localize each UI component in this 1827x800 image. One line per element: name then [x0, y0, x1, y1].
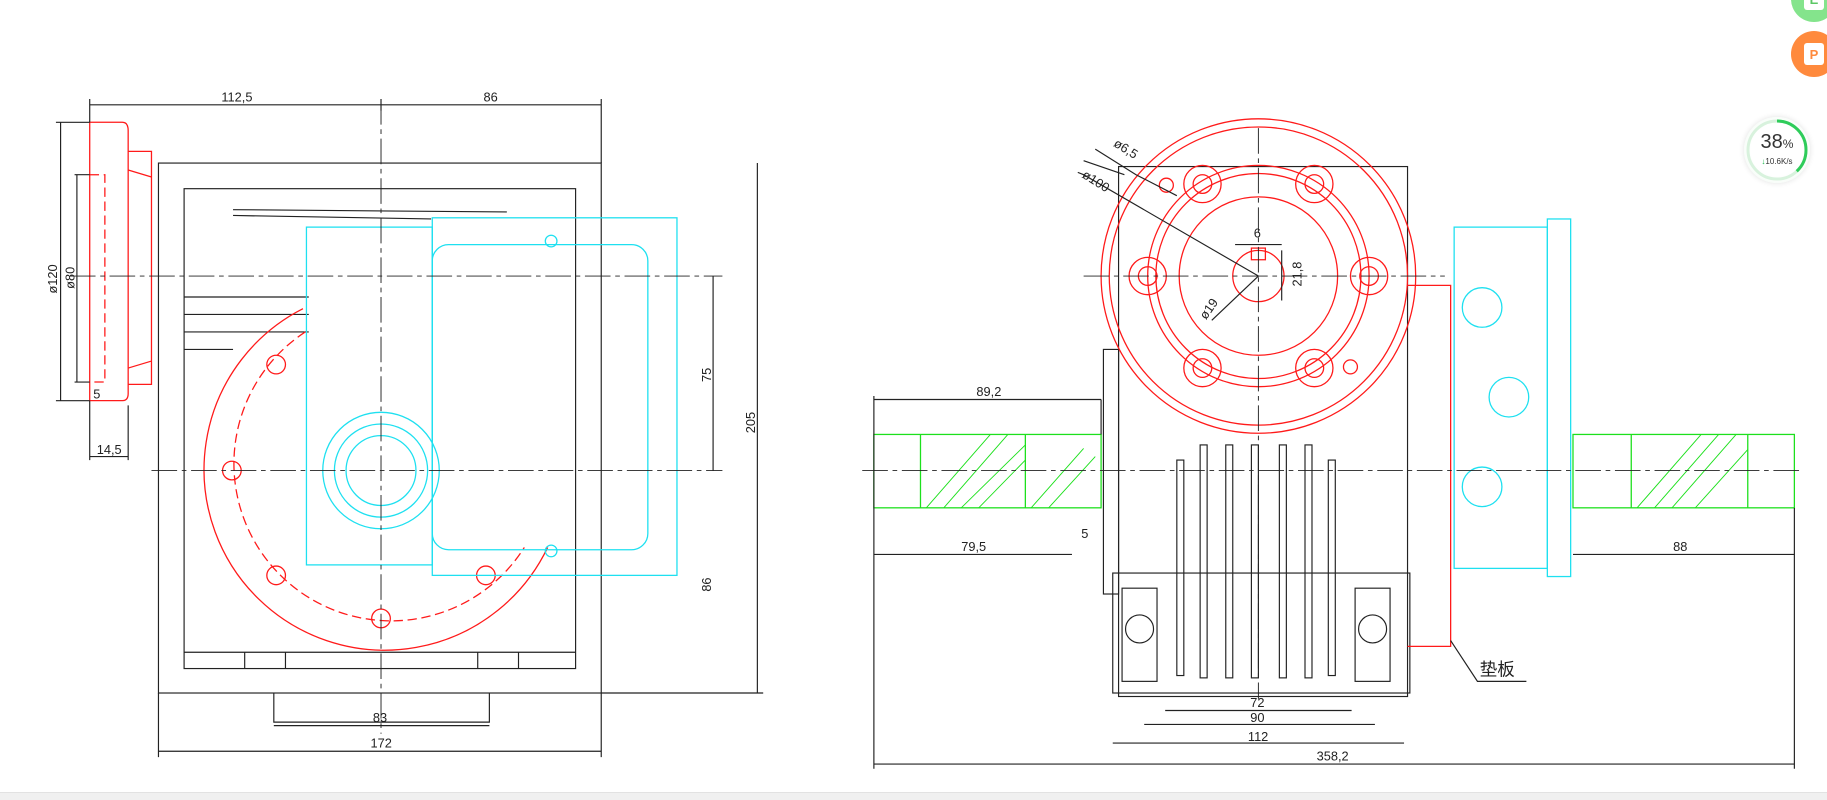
dim-86-side: 86 [699, 577, 714, 591]
e-label: E [1810, 0, 1819, 7]
p-label: P [1809, 46, 1819, 62]
motor-body [305, 226, 433, 566]
dim-72: 72 [1250, 695, 1264, 710]
flange-spigot [127, 150, 153, 385]
rate: 10.6K/s [1765, 157, 1793, 166]
dim-left-lines [873, 396, 1102, 769]
dim-right-lines [601, 163, 764, 694]
dim-100: ø100 [1080, 167, 1113, 195]
dim-14-5: 14,5 [97, 442, 122, 457]
dim-80-line [74, 174, 90, 383]
keyway-dims [1211, 244, 1283, 321]
right-view: ø6,5 ø100 6 21,8 ø19 89,2 79,5 5 88 72 9… [862, 118, 1804, 769]
download-arrow-icon: ↓ [1761, 157, 1766, 166]
internal-lines [184, 209, 507, 350]
percent-sign: % [1782, 137, 1794, 151]
foot-right [1354, 587, 1391, 682]
dim-5: 5 [93, 386, 100, 401]
worm-wheel [203, 308, 549, 651]
percent: 38 [1760, 131, 1783, 153]
progress-ring [1746, 119, 1808, 181]
flange-recess [89, 174, 106, 383]
dim-75: 75 [699, 368, 714, 382]
percent-value: 38% [1744, 131, 1810, 154]
flange [89, 121, 129, 402]
p-button[interactable]: P [1791, 31, 1827, 77]
p-doc-icon: P [1804, 43, 1824, 65]
dim-112-5: 112,5 [221, 89, 252, 104]
motor-hole [1461, 466, 1503, 508]
dim-6-5: ø6,5 [1111, 135, 1141, 161]
dim-88-line [1572, 507, 1795, 769]
dim-86-top: 86 [484, 89, 498, 104]
bolt-hole [266, 565, 287, 586]
dim-89-2: 89,2 [976, 384, 1001, 399]
e-doc-icon: E [1804, 0, 1824, 10]
dim-top [89, 99, 602, 164]
dim-88: 88 [1673, 539, 1687, 554]
housing-base [1112, 572, 1411, 694]
dim-6: 6 [1254, 226, 1261, 241]
fins [1176, 444, 1336, 679]
dim-120-line [55, 121, 90, 402]
input-shafts [873, 433, 1796, 509]
spacer-plate-note: 垫板 [1480, 660, 1515, 680]
dim-172: 172 [371, 736, 392, 751]
housing-outline [1117, 165, 1409, 698]
dim-358-2: 358,2 [1317, 749, 1349, 764]
dim-5: 5 [1081, 526, 1088, 541]
foot-hole [1358, 614, 1388, 644]
bolt-hole [266, 354, 287, 375]
dim-80: ø80 [63, 267, 78, 289]
network-speed-widget[interactable]: 38% ↓10.6K/s [1744, 117, 1810, 183]
dim-120: ø120 [45, 264, 60, 293]
motor-hole [1488, 376, 1530, 418]
dim-90: 90 [1250, 710, 1264, 725]
e-button[interactable]: E [1791, 0, 1827, 22]
left-view: 112,5 86 ø120 ø80 5 14,5 75 205 86 83 17… [45, 89, 764, 758]
dim-205: 205 [743, 412, 758, 433]
screw [544, 544, 558, 558]
leader-lines [1077, 148, 1259, 277]
housing-inner [183, 188, 577, 670]
foot-left [1121, 587, 1158, 682]
dim-bottom-lines [158, 725, 602, 752]
motor-side [1453, 226, 1548, 570]
rate-value: ↓10.6K/s [1744, 157, 1810, 166]
housing-outline [157, 162, 602, 694]
dim-83: 83 [373, 710, 387, 725]
motor-end [1546, 218, 1572, 578]
bottom-bar [0, 792, 1827, 800]
base-foot [157, 693, 602, 758]
dim-21-8: 21,8 [1290, 262, 1305, 287]
motor-hole [1461, 287, 1503, 328]
dim-79-5: 79,5 [961, 539, 986, 554]
motor-box-inner [431, 243, 649, 551]
dim-112: 112 [1248, 729, 1268, 744]
spacer-plate [1407, 284, 1452, 648]
dim-14-5-line [89, 400, 129, 461]
foot-hole [1124, 614, 1155, 644]
dim-19: ø19 [1196, 295, 1221, 322]
housing-step [1102, 348, 1120, 595]
screw [544, 234, 558, 248]
dim-bottom-lines [873, 709, 1795, 765]
wheel-pitch-circle [233, 331, 525, 622]
motor-box [431, 217, 678, 577]
note-leader [1450, 640, 1527, 682]
base-lines [184, 651, 576, 669]
